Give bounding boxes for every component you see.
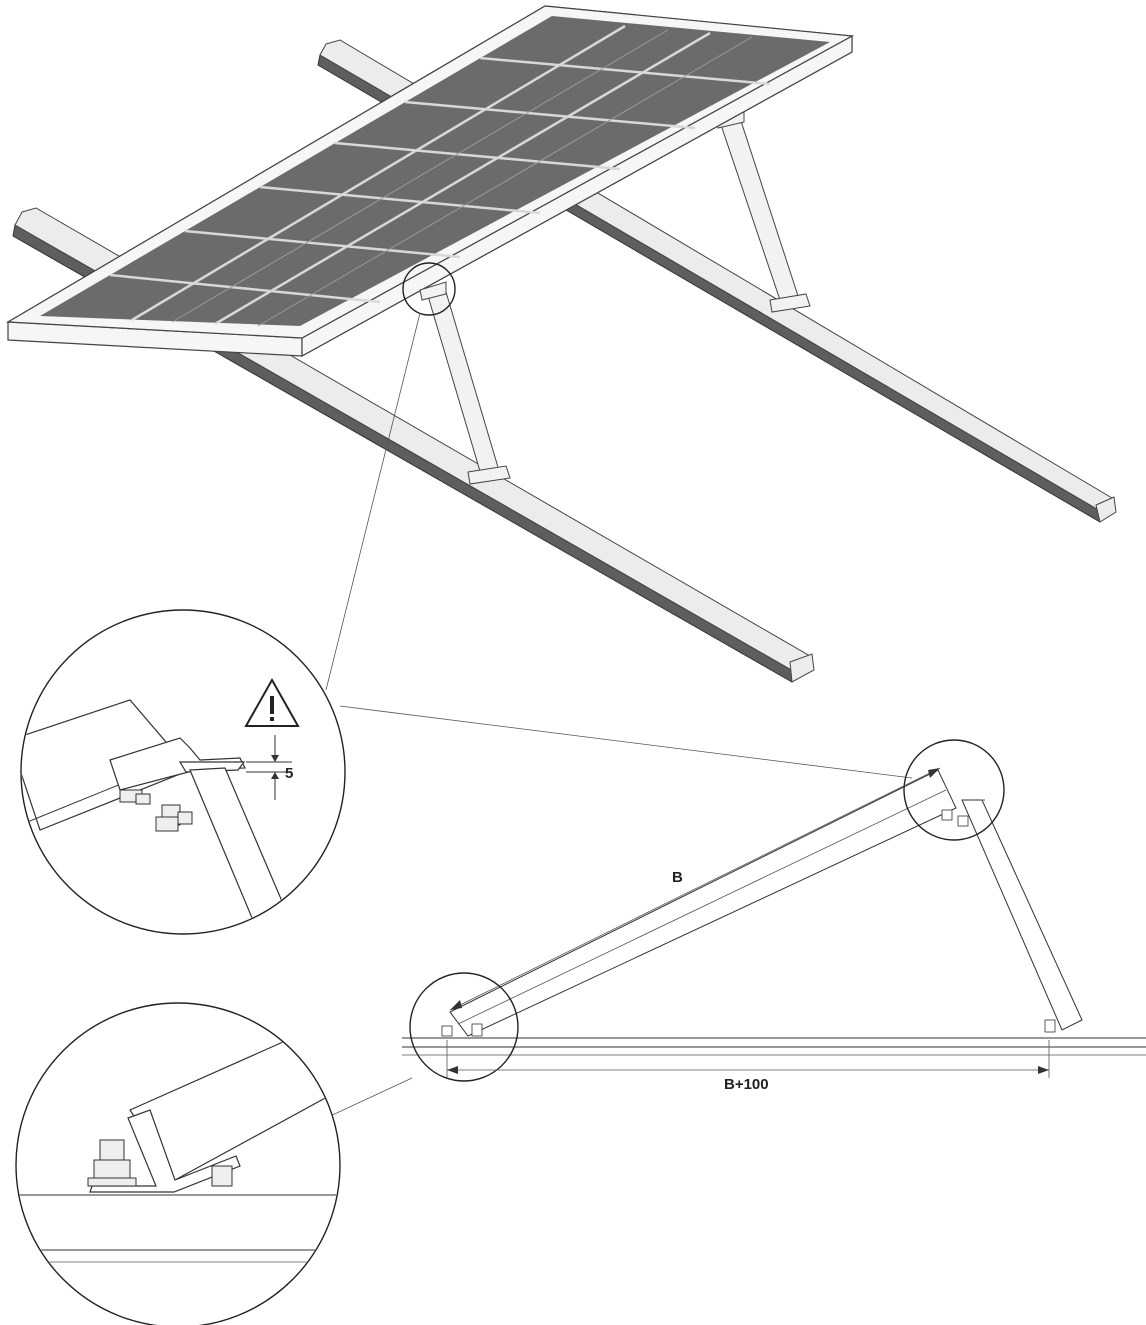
isometric-assembly-view — [5, 5, 1117, 683]
panel-length-label: B — [672, 869, 683, 886]
base-length-label: B+100 — [724, 1076, 769, 1093]
detail-top-connection: 5 — [20, 609, 346, 935]
detail-bottom-connection — [15, 1002, 341, 1325]
detail-circle-upper — [903, 739, 1005, 841]
warning-triangle-icon — [244, 677, 300, 727]
detail-circle-lower — [409, 972, 519, 1082]
gap-dimension-label: 5 — [285, 765, 293, 782]
bracket-symbols — [441, 799, 1056, 1037]
dimension-b-plus-100 — [446, 1040, 1050, 1078]
side-elevation-view: B B+100 — [402, 739, 1146, 1093]
dimension-b — [449, 767, 941, 1011]
detail-marker-circle — [402, 262, 456, 316]
panel-cell-grid — [109, 24, 771, 326]
leader-lines — [325, 312, 913, 1119]
solar-panel — [5, 5, 854, 358]
support-leg-front — [419, 281, 511, 485]
